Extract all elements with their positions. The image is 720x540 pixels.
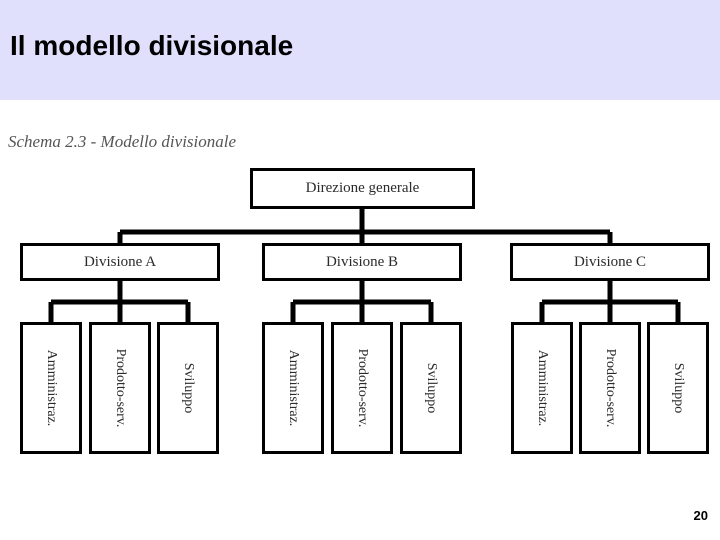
node-c-prodotto-serv[interactable]: Prodotto-serv. <box>579 322 641 454</box>
node-label-divisione-c: Divisione C <box>573 253 647 270</box>
node-b-sviluppo[interactable]: Sviluppo <box>400 322 462 454</box>
node-divisione-b[interactable]: Divisione B <box>262 243 462 281</box>
slide-header-band <box>0 0 720 100</box>
node-c-amministraz[interactable]: Amministraz. <box>511 322 573 454</box>
node-direzione-generale[interactable]: Direzione generale <box>250 168 475 209</box>
node-divisione-a[interactable]: Divisione A <box>20 243 220 281</box>
node-label-a-sviluppo: Sviluppo <box>181 362 196 414</box>
node-label-divisione-a: Divisione A <box>83 253 157 270</box>
page-title: Il modello divisionale <box>10 30 294 61</box>
node-label-c-prodotto-serv: Prodotto-serv. <box>603 348 618 428</box>
figure-caption: Schema 2.3 - Modello divisionale <box>8 132 237 151</box>
node-label-c-amministraz: Amministraz. <box>535 349 550 427</box>
node-label-b-prodotto-serv: Prodotto-serv. <box>355 348 370 428</box>
node-c-sviluppo[interactable]: Sviluppo <box>647 322 709 454</box>
node-a-amministraz[interactable]: Amministraz. <box>20 322 82 454</box>
node-label-a-amministraz: Amministraz. <box>44 349 59 427</box>
node-label-b-amministraz: Amministraz. <box>286 349 301 427</box>
node-label-b-sviluppo: Sviluppo <box>424 362 439 414</box>
node-a-prodotto-serv[interactable]: Prodotto-serv. <box>89 322 151 454</box>
node-divisione-c[interactable]: Divisione C <box>510 243 710 281</box>
node-label-c-sviluppo: Sviluppo <box>671 362 686 414</box>
org-chart-connectors <box>48 208 681 322</box>
org-chart: Direzione generale Divisione A Divisione… <box>0 100 720 500</box>
node-label-direzione-generale: Direzione generale <box>305 180 420 196</box>
node-label-a-prodotto-serv: Prodotto-serv. <box>113 348 128 428</box>
node-b-prodotto-serv[interactable]: Prodotto-serv. <box>331 322 393 454</box>
node-a-sviluppo[interactable]: Sviluppo <box>157 322 219 454</box>
page-number: 20 <box>693 508 708 523</box>
node-label-divisione-b: Divisione B <box>325 253 399 270</box>
node-b-amministraz[interactable]: Amministraz. <box>262 322 324 454</box>
